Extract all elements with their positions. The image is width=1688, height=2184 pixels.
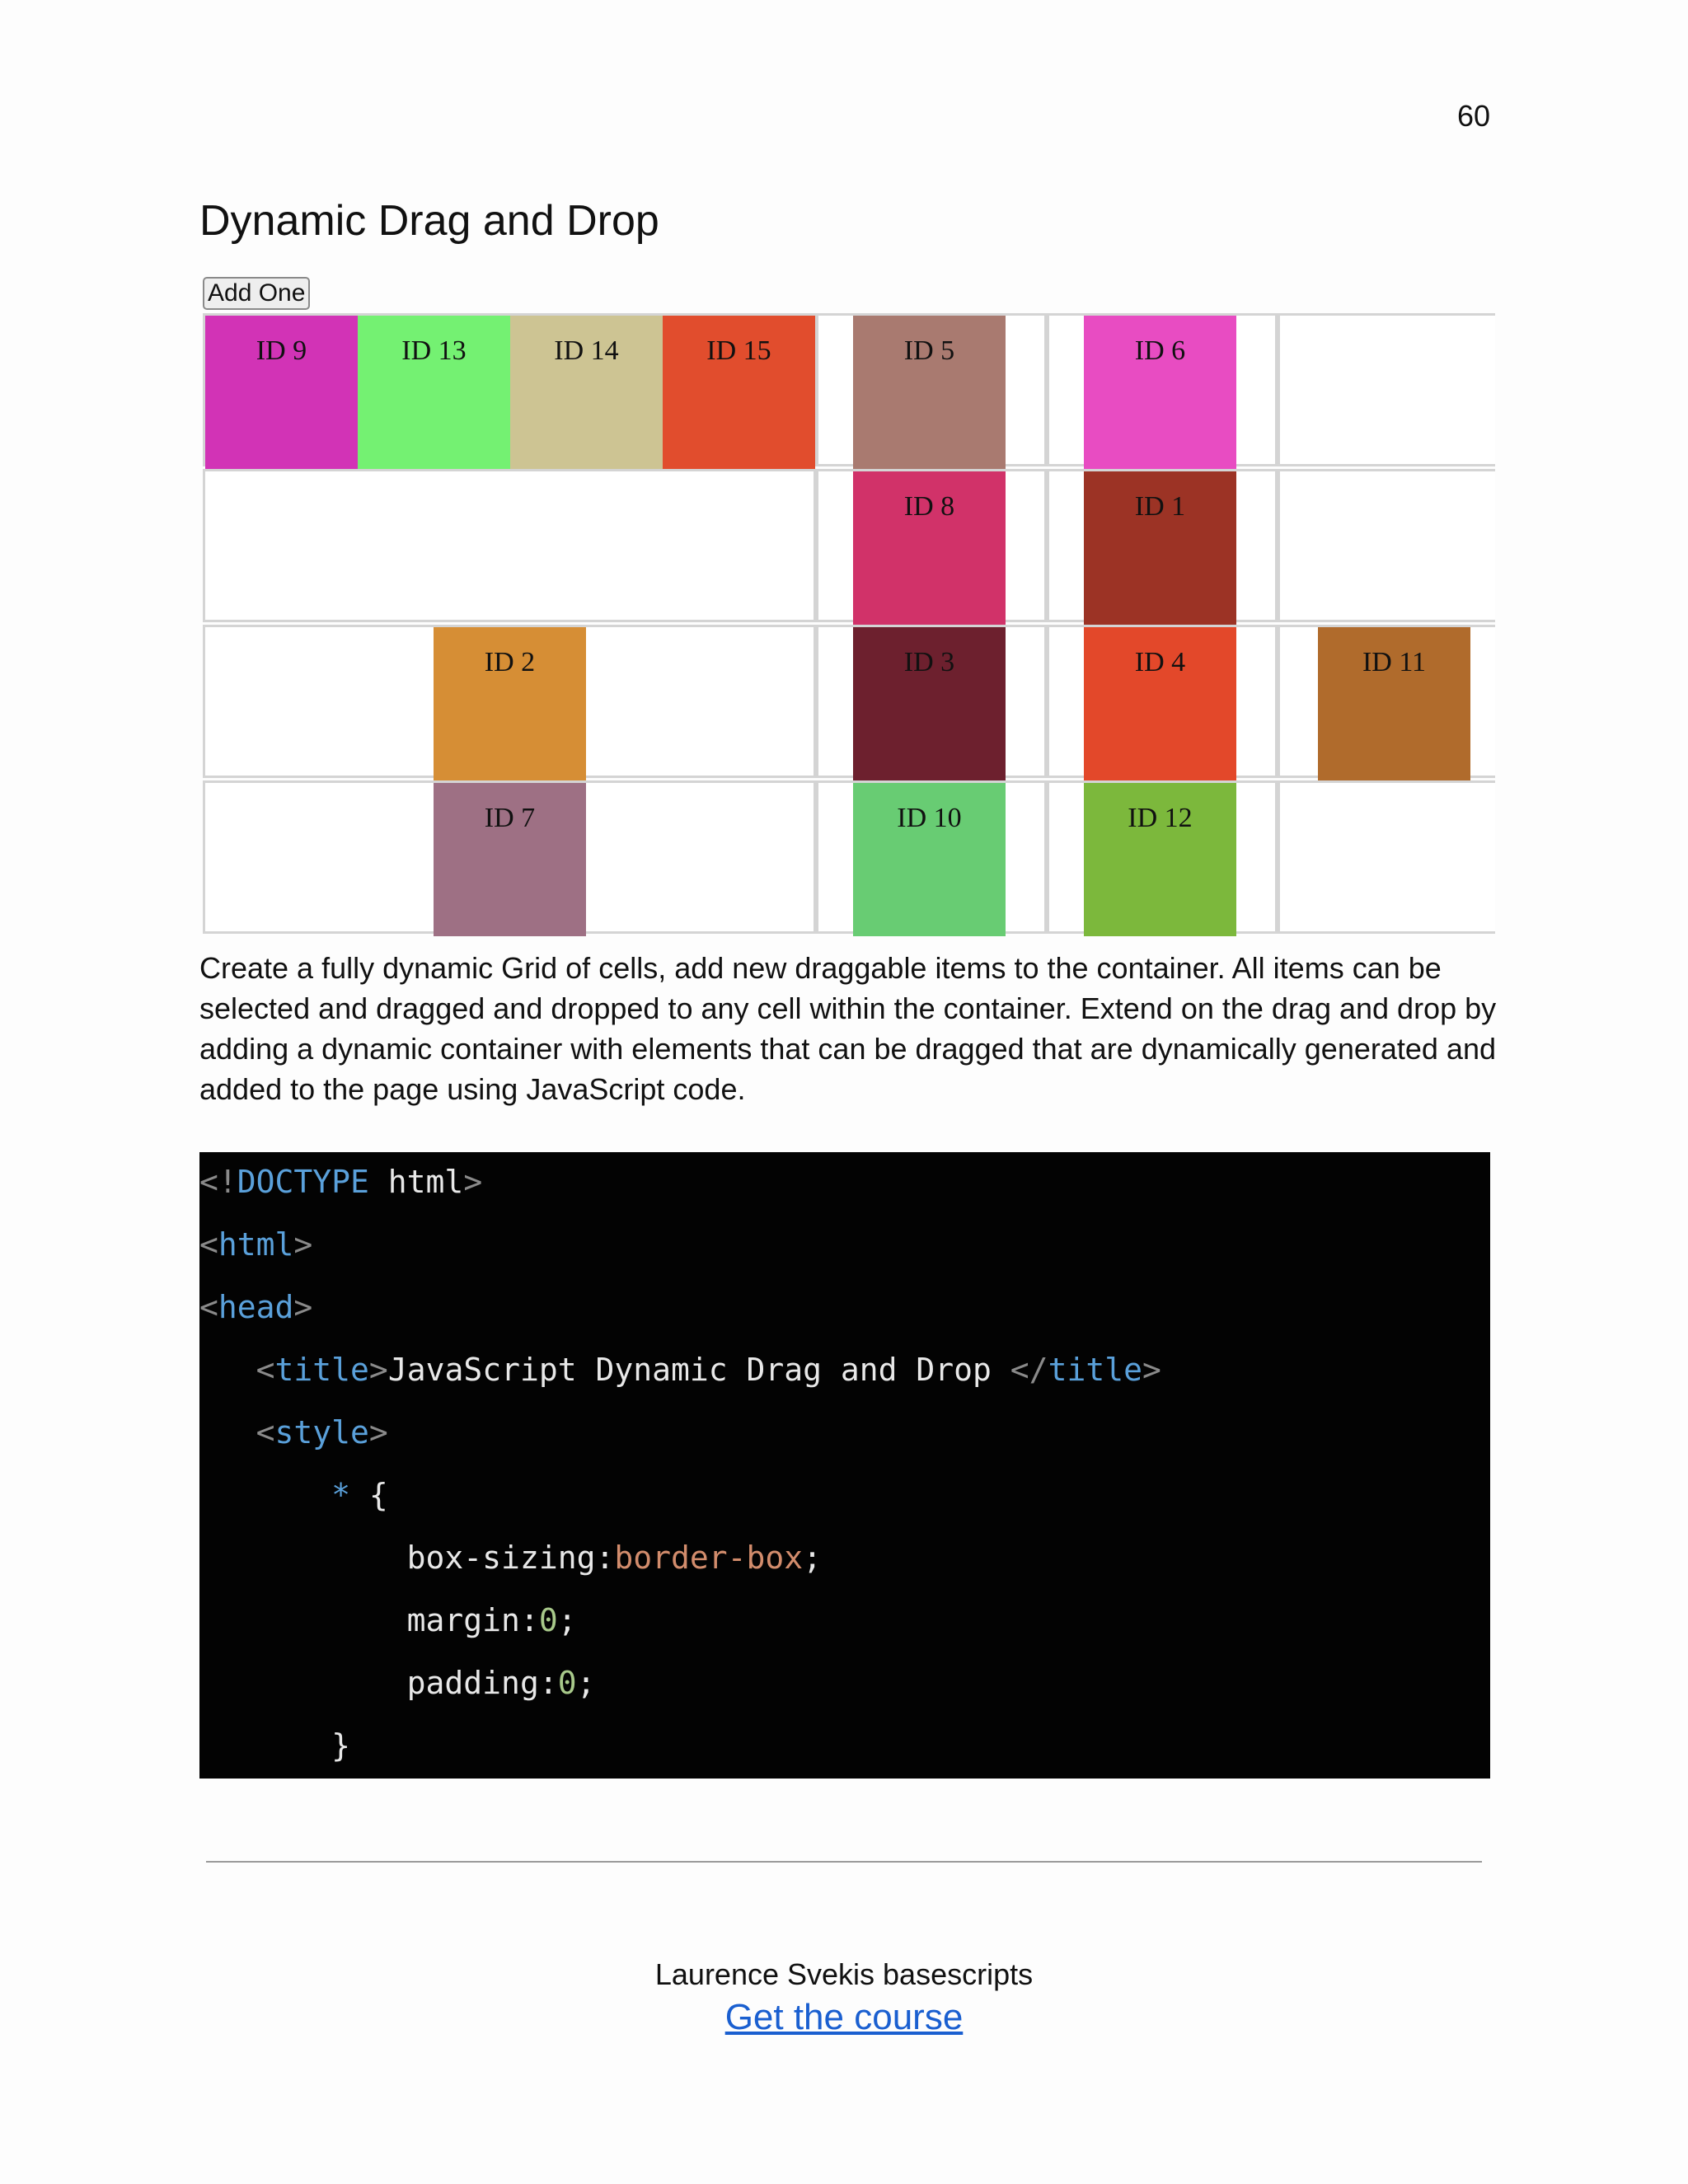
grid-cell[interactable]: ID 7 (203, 780, 816, 936)
grid-cell[interactable]: ID 5 (816, 313, 1047, 469)
draggable-item-11[interactable]: ID 11 (1318, 627, 1470, 780)
item-label: ID 3 (903, 647, 955, 677)
draggable-item-14[interactable]: ID 14 (510, 316, 663, 469)
code-line: <!DOCTYPE html> (199, 1164, 483, 1200)
draggable-item-12[interactable]: ID 12 (1084, 783, 1236, 936)
draggable-item-5[interactable]: ID 5 (853, 316, 1006, 469)
grid-row: ID 8 ID 1 (203, 469, 1495, 625)
grid-cell[interactable]: ID 2 (203, 625, 816, 780)
item-label: ID 4 (1134, 647, 1186, 677)
draggable-item-10[interactable]: ID 10 (853, 783, 1006, 936)
item-label: ID 2 (484, 647, 536, 677)
grid-row: ID 2 ID 3 ID 4 ID 11 (203, 625, 1495, 780)
draggable-item-6[interactable]: ID 6 (1084, 316, 1236, 469)
item-label: ID 11 (1362, 647, 1427, 677)
footer-author: Laurence Svekis basescripts (654, 1957, 1034, 1991)
item-label: ID 15 (706, 335, 771, 366)
code-line: <head> (199, 1289, 313, 1325)
code-line: <title>JavaScript Dynamic Drag and Drop … (256, 1352, 1161, 1388)
code-line: margin:0; (406, 1602, 577, 1638)
grid-cell[interactable] (1278, 780, 1495, 934)
code-line: <html> (199, 1226, 313, 1263)
draggable-item-1[interactable]: ID 1 (1084, 471, 1236, 625)
page-heading: Dynamic Drag and Drop (199, 197, 659, 245)
item-label: ID 9 (256, 335, 307, 366)
drag-drop-demo: Add One ID 9 ID 13 ID 14 ID 15 ID 5 ID 6… (199, 275, 1495, 938)
grid-cell[interactable]: ID 8 (816, 469, 1047, 625)
grid-cell[interactable]: ID 4 (1047, 625, 1278, 780)
get-the-course-link[interactable]: Get the course (724, 1997, 964, 2037)
footer-link-wrap: Get the course (0, 1997, 1688, 2038)
item-label: ID 5 (903, 335, 955, 366)
add-one-button[interactable]: Add One (203, 277, 311, 310)
grid-cell[interactable]: ID 3 (816, 625, 1047, 780)
code-line: padding:0; (406, 1665, 596, 1701)
grid-cell[interactable]: ID 10 (816, 780, 1047, 936)
grid-cell[interactable] (1278, 469, 1495, 622)
grid-row: ID 7 ID 10 ID 12 (203, 780, 1495, 936)
footer-divider (206, 1861, 1482, 1863)
draggable-item-3[interactable]: ID 3 (853, 627, 1006, 780)
draggable-item-8[interactable]: ID 8 (853, 471, 1006, 625)
draggable-item-13[interactable]: ID 13 (358, 316, 510, 469)
grid-cell[interactable]: ID 6 (1047, 313, 1278, 469)
draggable-item-4[interactable]: ID 4 (1084, 627, 1236, 780)
description-paragraph: Create a fully dynamic Grid of cells, ad… (199, 951, 1497, 1106)
item-label: ID 8 (903, 491, 955, 522)
draggable-item-15[interactable]: ID 15 (663, 316, 815, 469)
page-number: 60 (1456, 99, 1490, 133)
code-line: box-sizing:border-box; (406, 1540, 823, 1576)
code-line: * { (331, 1477, 388, 1513)
draggable-item-9[interactable]: ID 9 (205, 316, 358, 469)
item-label: ID 10 (897, 803, 962, 833)
item-label: ID 1 (1134, 491, 1186, 522)
item-label: ID 12 (1128, 803, 1193, 833)
item-label: ID 7 (484, 803, 536, 833)
item-label: ID 6 (1134, 335, 1186, 366)
grid-cell[interactable] (203, 469, 816, 622)
code-block: <!DOCTYPE html> <html> <head> <title>Jav… (199, 1152, 1490, 1779)
grid-cell[interactable] (1278, 313, 1495, 466)
grid-cell[interactable]: ID 11 (1278, 625, 1495, 780)
grid-row: ID 9 ID 13 ID 14 ID 15 ID 5 ID 6 (203, 313, 1495, 469)
code-line: } (331, 1727, 351, 1764)
draggable-item-7[interactable]: ID 7 (434, 783, 586, 936)
code-line: <style> (256, 1414, 388, 1451)
item-label: ID 14 (554, 335, 619, 366)
grid-cell[interactable]: ID 12 (1047, 780, 1278, 936)
grid-cell[interactable]: ID 1 (1047, 469, 1278, 625)
draggable-item-2[interactable]: ID 2 (434, 627, 586, 780)
item-label: ID 13 (401, 335, 467, 366)
grid-cell[interactable]: ID 9 ID 13 ID 14 ID 15 (203, 313, 816, 469)
